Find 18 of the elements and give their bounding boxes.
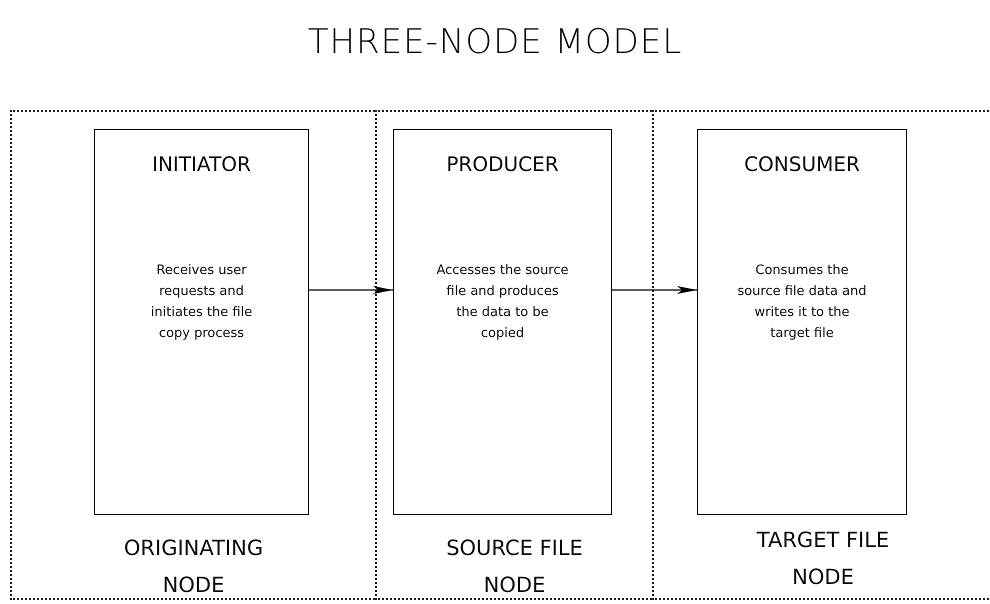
node-region xyxy=(652,110,990,600)
box-description: Receives user requests and initiates the file copy process xyxy=(150,262,254,343)
box-description: Accesses the source file and produces the data to be copied xyxy=(435,262,570,343)
box-heading: PRODUCER xyxy=(445,152,560,176)
region-label: TARGET FILE NODE xyxy=(756,527,890,591)
diagram-title: THREE-NODE MODEL xyxy=(306,22,684,62)
node-region xyxy=(10,110,375,600)
box-description: Consumes the source file data and writes it to the target file xyxy=(736,262,868,343)
process-box xyxy=(697,129,907,515)
process-box xyxy=(393,129,612,515)
arrow xyxy=(309,286,393,294)
process-box xyxy=(94,129,309,515)
region-label: ORIGINATING NODE xyxy=(122,535,264,599)
box-heading: INITIATOR xyxy=(151,152,252,176)
box-heading: CONSUMER xyxy=(743,152,861,176)
region-label: SOURCE FILE NODE xyxy=(445,535,584,599)
node-region xyxy=(375,110,652,600)
arrow xyxy=(612,286,697,294)
